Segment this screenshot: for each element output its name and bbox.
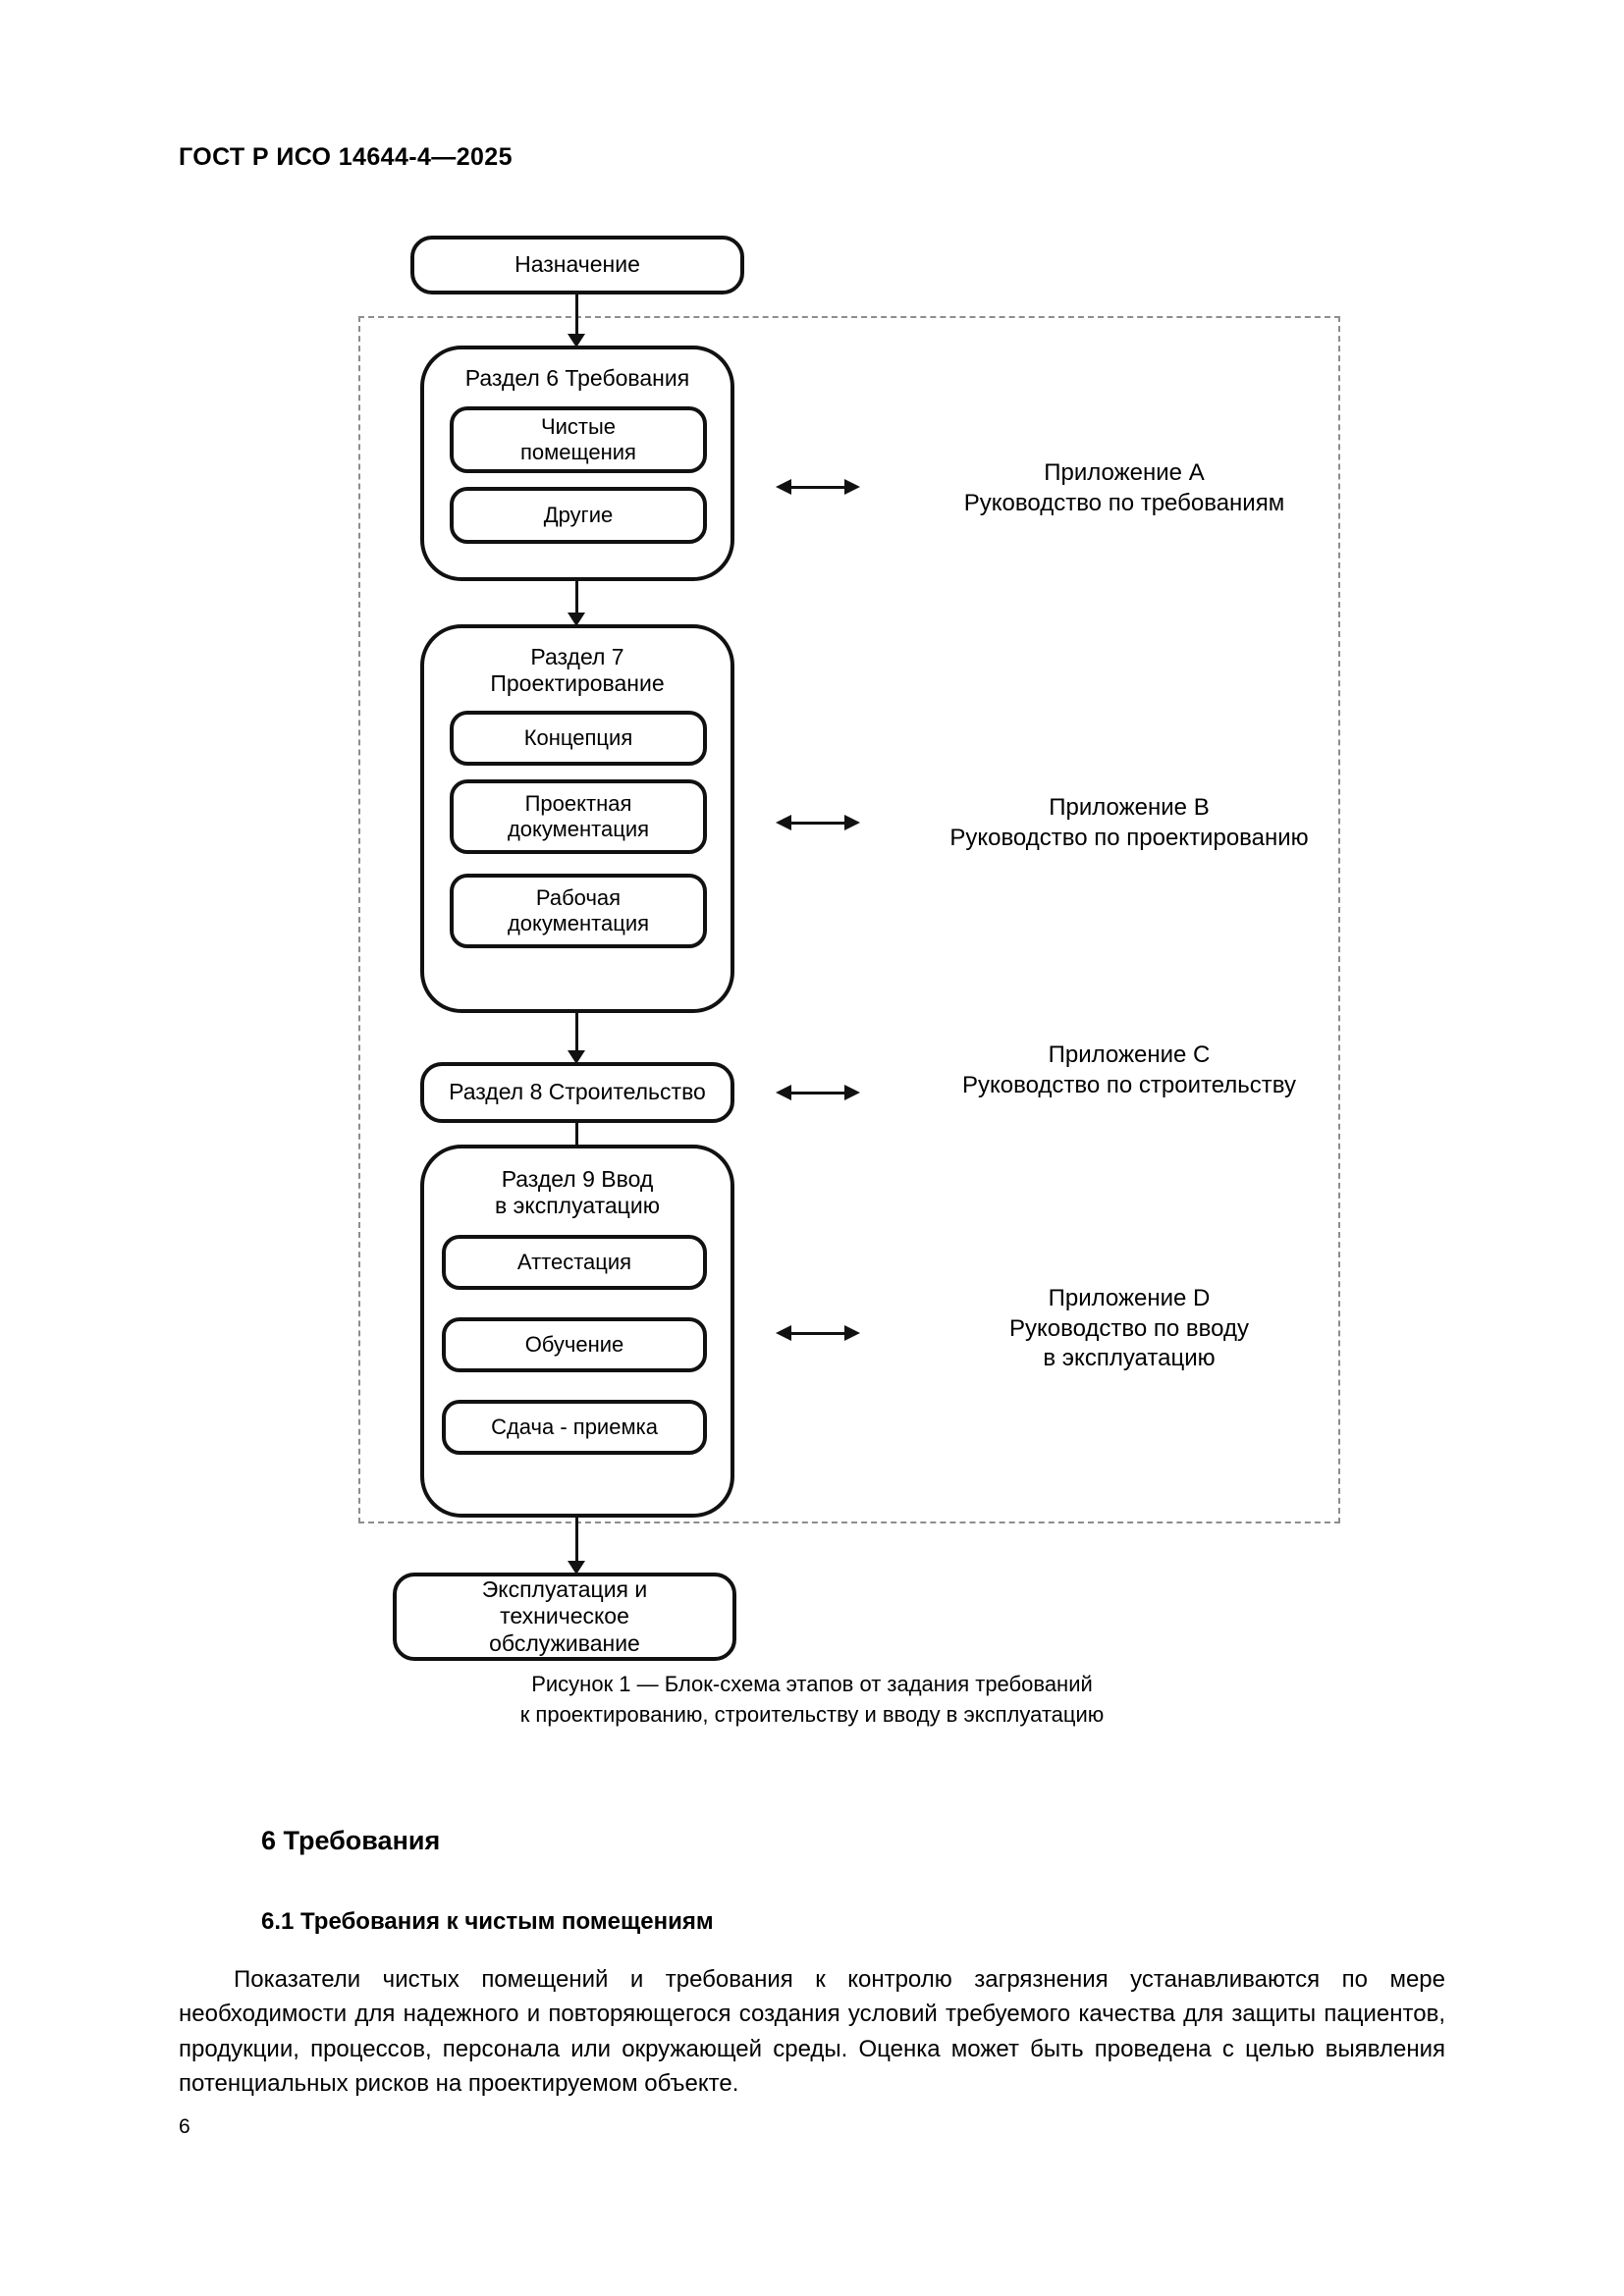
flow-node-training-label: Обучение <box>524 1332 624 1358</box>
arrowhead-left-icon <box>776 1325 791 1341</box>
flow-node-operation-maintenance-label: Эксплуатация и техническое обслуживание <box>481 1576 648 1656</box>
flow-node-cleanrooms-label: Чистые помещения <box>520 414 636 464</box>
arrowhead-right-icon <box>844 1325 860 1341</box>
flow-node-section8-construction: Раздел 8 Строительство <box>420 1062 734 1123</box>
arrow-shaft <box>785 1332 851 1335</box>
flow-node-section8-label: Раздел 8 Строительство <box>449 1079 706 1105</box>
flow-node-working-documentation: Рабочая документация <box>450 874 707 948</box>
flow-node-concept-label: Концепция <box>523 725 633 751</box>
flow-node-handover-acceptance-label: Сдача - приемка <box>491 1415 658 1440</box>
arrowhead-to-section6 <box>568 334 585 347</box>
arrowhead-to-section7 <box>568 613 585 626</box>
flow-node-concept: Концепция <box>450 711 707 766</box>
flow-node-handover-acceptance: Сдача - приемка <box>442 1400 707 1455</box>
flow-node-others: Другие <box>450 487 707 544</box>
flow-node-others-label: Другие <box>543 503 614 528</box>
arrowhead-to-operation <box>568 1561 585 1575</box>
connector-section8-to-section9 <box>575 1123 578 1147</box>
flow-node-purpose-label: Назначение <box>514 251 640 278</box>
figure-1-flowchart: Назначение Раздел 6 Требования Чистые по… <box>358 236 1340 1728</box>
annex-b-label: Приложение B Руководство по проектирован… <box>949 794 1309 851</box>
link-section8-annexC <box>776 1082 860 1103</box>
link-section9-annexD <box>776 1322 860 1344</box>
document-header-standard-number: ГОСТ Р ИСО 14644-4—2025 <box>179 143 513 171</box>
arrowhead-right-icon <box>844 815 860 830</box>
flow-node-purpose: Назначение <box>410 236 744 294</box>
page-number: 6 <box>179 2115 190 2138</box>
annex-d-label: Приложение D Руководство по вводу в эксп… <box>1009 1285 1249 1372</box>
section-heading-6: 6 Требования <box>261 1826 441 1856</box>
arrowhead-left-icon <box>776 815 791 830</box>
arrow-shaft <box>785 822 851 825</box>
arrowhead-left-icon <box>776 479 791 495</box>
flow-node-qualification-label: Аттестация <box>516 1250 632 1275</box>
arrowhead-left-icon <box>776 1085 791 1100</box>
link-section7-annexB <box>776 812 860 833</box>
flow-node-training: Обучение <box>442 1317 707 1372</box>
flow-group-section6-title: Раздел 6 Требования <box>464 365 690 391</box>
arrowhead-right-icon <box>844 479 860 495</box>
flowchart-scope-frame <box>358 316 1340 1523</box>
arrow-shaft <box>785 1092 851 1095</box>
flow-group-section9-title: Раздел 9 Ввод в эксплуатацию <box>495 1166 660 1219</box>
subsection-heading-6-1: 6.1 Требования к чистым помещениям <box>261 1908 714 1935</box>
flow-node-operation-maintenance: Эксплуатация и техническое обслуживание <box>393 1573 736 1661</box>
flow-node-cleanrooms: Чистые помещения <box>450 406 707 473</box>
figure-caption: Рисунок 1 — Блок-схема этапов от задания… <box>519 1672 1105 1728</box>
flow-node-design-documentation: Проектная документация <box>450 779 707 854</box>
arrowhead-right-icon <box>844 1085 860 1100</box>
flow-node-design-documentation-label: Проектная документация <box>507 791 650 841</box>
flow-node-working-documentation-label: Рабочая документация <box>507 885 650 935</box>
connector-section6-to-section7 <box>575 581 578 622</box>
flow-node-qualification: Аттестация <box>442 1235 707 1290</box>
connector-purpose-to-section6 <box>575 294 578 344</box>
annex-a-label: Приложение A Руководство по требованиям <box>963 459 1285 516</box>
link-section6-annexA <box>776 476 860 498</box>
body-paragraph-6-1: Показатели чистых помещений и требования… <box>179 1966 1445 2097</box>
connector-section7-to-section8 <box>575 1013 578 1060</box>
annex-c-label: Приложение C Руководство по строительств… <box>961 1041 1297 1098</box>
flow-group-section7-title: Раздел 7 Проектирование <box>490 644 665 697</box>
arrowhead-to-section8 <box>568 1050 585 1064</box>
connector-section9-to-operation <box>575 1518 578 1571</box>
arrow-shaft <box>785 486 851 489</box>
